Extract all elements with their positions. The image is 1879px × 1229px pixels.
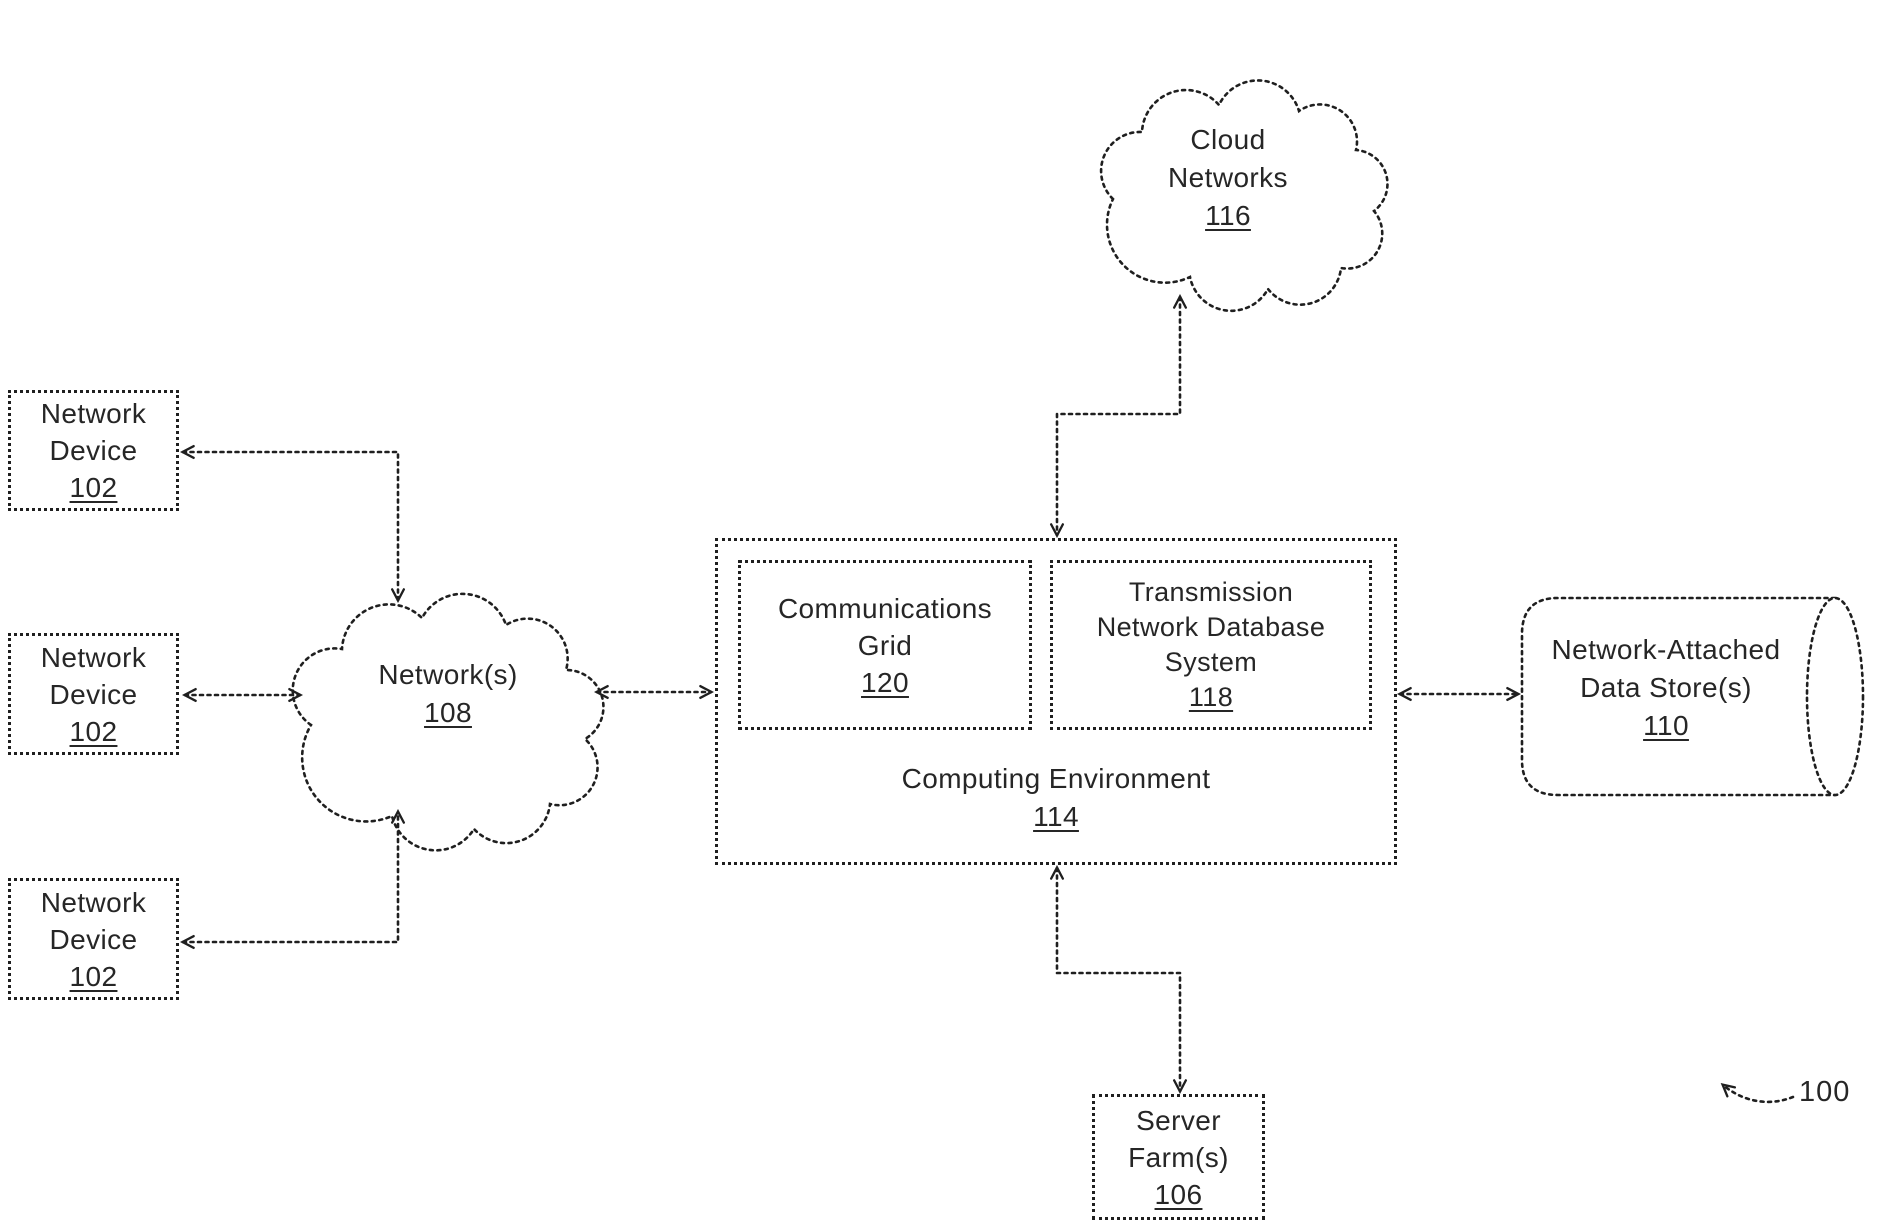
data-store-cylinder-body bbox=[1520, 596, 1837, 797]
network-device-1-ref: 102 bbox=[69, 472, 118, 503]
network-device-2-box: Network Device 102 bbox=[8, 633, 179, 755]
network-device-3-box: Network Device 102 bbox=[8, 878, 179, 1000]
network-device-2-ref: 102 bbox=[69, 715, 118, 747]
arrow-cloud-networks-computing-environment bbox=[1049, 293, 1188, 539]
data-stores-label-line2: Data Store(s) bbox=[1580, 672, 1752, 703]
computing-environment-label-line1: Computing Environment bbox=[901, 763, 1211, 794]
data-store-cylinder-cap bbox=[1805, 596, 1865, 797]
network-device-3-ref: 102 bbox=[69, 960, 118, 992]
network-attached-data-stores-label: Network-Attached Data Store(s) 110 bbox=[1538, 631, 1794, 745]
networks-cloud-ref: 108 bbox=[424, 697, 472, 728]
transmission-db-ref: 118 bbox=[1188, 682, 1234, 712]
data-stores-ref: 110 bbox=[1643, 710, 1689, 741]
data-stores-label-line1: Network-Attached bbox=[1551, 634, 1781, 665]
communications-grid-label-line2: Grid bbox=[857, 629, 913, 661]
cloud-networks-label: Cloud Networks 116 bbox=[1128, 121, 1328, 235]
figure-ref-label: 100 bbox=[1799, 1076, 1851, 1108]
server-farms-ref: 106 bbox=[1154, 1178, 1203, 1210]
network-device-2-label-line2: Device bbox=[49, 678, 138, 710]
network-device-3-label-line1: Network bbox=[40, 886, 147, 918]
network-device-3-label-line2: Device bbox=[49, 923, 138, 955]
server-farms-label-line1: Server bbox=[1136, 1104, 1221, 1136]
server-farms-label-line2: Farm(s) bbox=[1128, 1141, 1229, 1173]
cloud-networks-label-line2: Networks bbox=[1168, 162, 1288, 193]
network-device-1-label-line2: Device bbox=[49, 435, 138, 466]
networks-cloud-label-line1: Network(s) bbox=[378, 659, 518, 690]
transmission-db-label-line2: Network Database bbox=[1096, 612, 1326, 642]
networks-cloud-label: Network(s) 108 bbox=[348, 656, 548, 732]
communications-grid-box: Communications Grid 120 bbox=[738, 560, 1032, 730]
arrow-computing-environment-server-farms bbox=[1049, 864, 1188, 1095]
communications-grid-ref: 120 bbox=[861, 666, 909, 698]
cloud-networks-label-line1: Cloud bbox=[1190, 124, 1266, 155]
cloud-networks-shape bbox=[1099, 79, 1389, 313]
communications-grid-label-line1: Communications bbox=[777, 592, 993, 624]
computing-environment-box bbox=[715, 538, 1397, 865]
server-farms-box: Server Farm(s) 106 bbox=[1092, 1094, 1265, 1220]
figure-ref-arrow bbox=[1720, 1083, 1795, 1104]
network-device-1-box: Network Device 102 bbox=[8, 390, 179, 511]
arrow-device1-networks bbox=[179, 444, 406, 604]
computing-environment-label: Computing Environment 114 bbox=[715, 760, 1397, 836]
computing-environment-ref: 114 bbox=[1033, 801, 1079, 832]
network-device-2-label-line1: Network bbox=[40, 641, 147, 673]
arrow-device3-networks bbox=[179, 808, 406, 950]
network-device-1-label-line1: Network bbox=[40, 398, 147, 429]
networks-cloud-shape bbox=[291, 592, 605, 852]
transmission-db-label-line3: System bbox=[1164, 647, 1258, 677]
transmission-db-label-line1: Transmission bbox=[1128, 577, 1294, 607]
cloud-networks-ref: 116 bbox=[1205, 200, 1251, 231]
transmission-network-database-system-box: Transmission Network Database System 118 bbox=[1050, 560, 1372, 730]
